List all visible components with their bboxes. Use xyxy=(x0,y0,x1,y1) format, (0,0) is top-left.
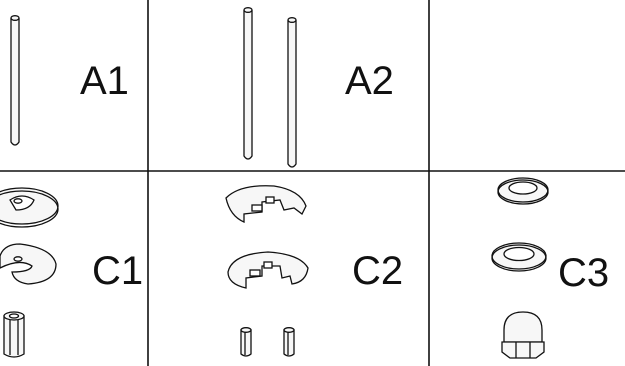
cell-c1: C1 xyxy=(0,187,143,358)
c1-spacer xyxy=(3,311,25,358)
label-c3: C3 xyxy=(558,251,609,295)
c1-disc-top xyxy=(0,187,59,228)
cell-a2: A2 xyxy=(243,7,394,168)
label-c2: C2 xyxy=(352,249,403,293)
label-a1: A1 xyxy=(80,59,129,103)
label-c1: C1 xyxy=(92,249,143,293)
rod-a2-left xyxy=(243,7,253,160)
c2-clip-bottom xyxy=(227,251,309,289)
rod-a2-right xyxy=(287,17,297,168)
c2-pin-left xyxy=(240,327,252,357)
label-a2: A2 xyxy=(345,59,394,103)
c2-clip-top xyxy=(225,185,307,223)
c3-washer-top xyxy=(497,177,549,205)
c3-nut xyxy=(501,311,545,359)
c2-pin-right xyxy=(283,327,295,357)
rod-a1 xyxy=(10,15,20,146)
cell-a1: A1 xyxy=(10,15,129,146)
cell-c2: C2 xyxy=(225,185,403,357)
cell-c3: C3 xyxy=(491,177,609,359)
c1-disc-bottom xyxy=(0,243,57,285)
c3-washer-middle xyxy=(491,242,547,272)
